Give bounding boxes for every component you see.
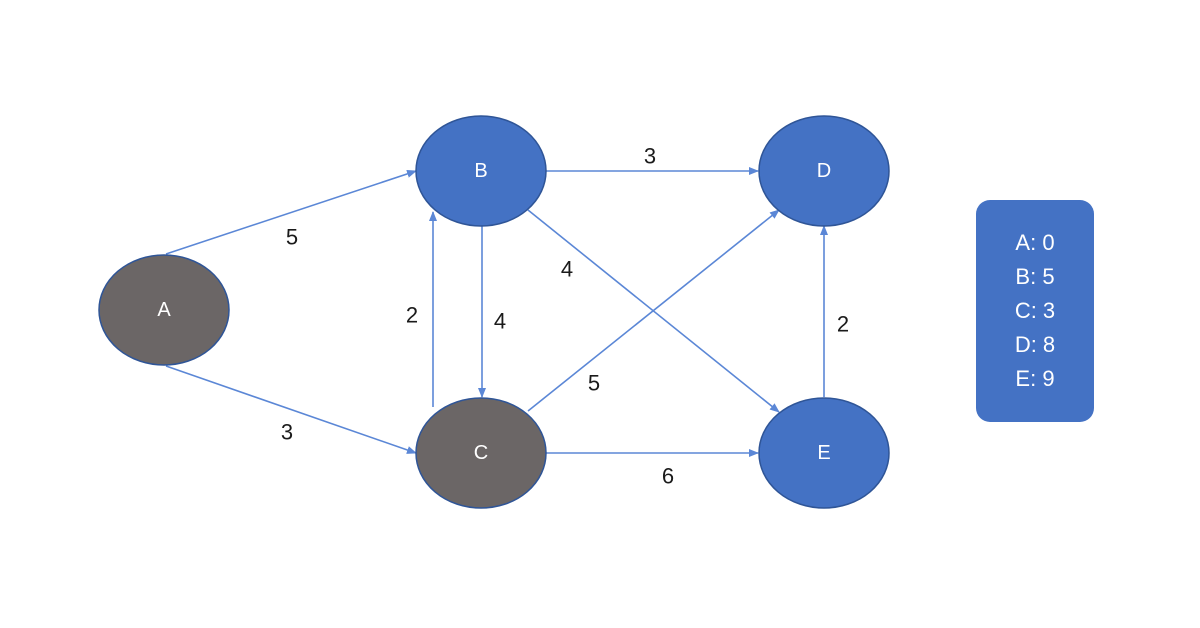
node-d-shape	[758, 115, 890, 227]
edge-weight-b-d: 3	[644, 144, 656, 169]
edge-a-b	[165, 170, 417, 255]
node-a: A	[98, 254, 230, 366]
edge-a-c	[165, 365, 417, 454]
distance-entry-c: C: 3	[1014, 298, 1056, 323]
node-b-label: B	[474, 160, 487, 182]
node-b-shape	[415, 115, 547, 227]
edge-weight-e-d: 2	[837, 312, 849, 337]
edge-weight-c-e: 6	[662, 464, 674, 489]
node-e-label: E	[817, 442, 830, 464]
distance-entry-a: A: 0	[1015, 230, 1055, 255]
node-c-label: C	[474, 442, 488, 464]
edge-weight-c-b: 2	[406, 303, 418, 328]
distance-entry-d: D: 8	[1014, 332, 1056, 357]
node-e-shape	[758, 397, 890, 509]
node-c-shape	[415, 397, 547, 509]
edge-weight-c-d: 5	[588, 371, 600, 396]
node-d: D	[758, 115, 890, 227]
edge-weights: 5 3 3 4 2 4 5 6 2	[281, 144, 849, 489]
node-d-label: D	[817, 160, 831, 182]
edge-weight-b-e: 4	[561, 257, 573, 282]
node-c: C	[415, 397, 547, 509]
edges	[165, 167, 828, 457]
node-a-label: A	[157, 299, 171, 321]
edge-weight-a-b: 5	[286, 225, 298, 250]
distance-table: A: 0 B: 5 C: 3 D: 8 E: 9	[976, 200, 1094, 422]
edge-c-d	[527, 209, 780, 412]
node-e: E	[758, 397, 890, 509]
edge-weight-a-c: 3	[281, 420, 293, 445]
distance-entry-e: E: 9	[1015, 366, 1055, 391]
node-b: B	[415, 115, 547, 227]
nodes: A B C D E	[98, 115, 890, 509]
node-a-shape	[98, 254, 230, 366]
edge-weight-b-c: 4	[494, 309, 506, 334]
distance-entry-b: B: 5	[1015, 264, 1055, 289]
